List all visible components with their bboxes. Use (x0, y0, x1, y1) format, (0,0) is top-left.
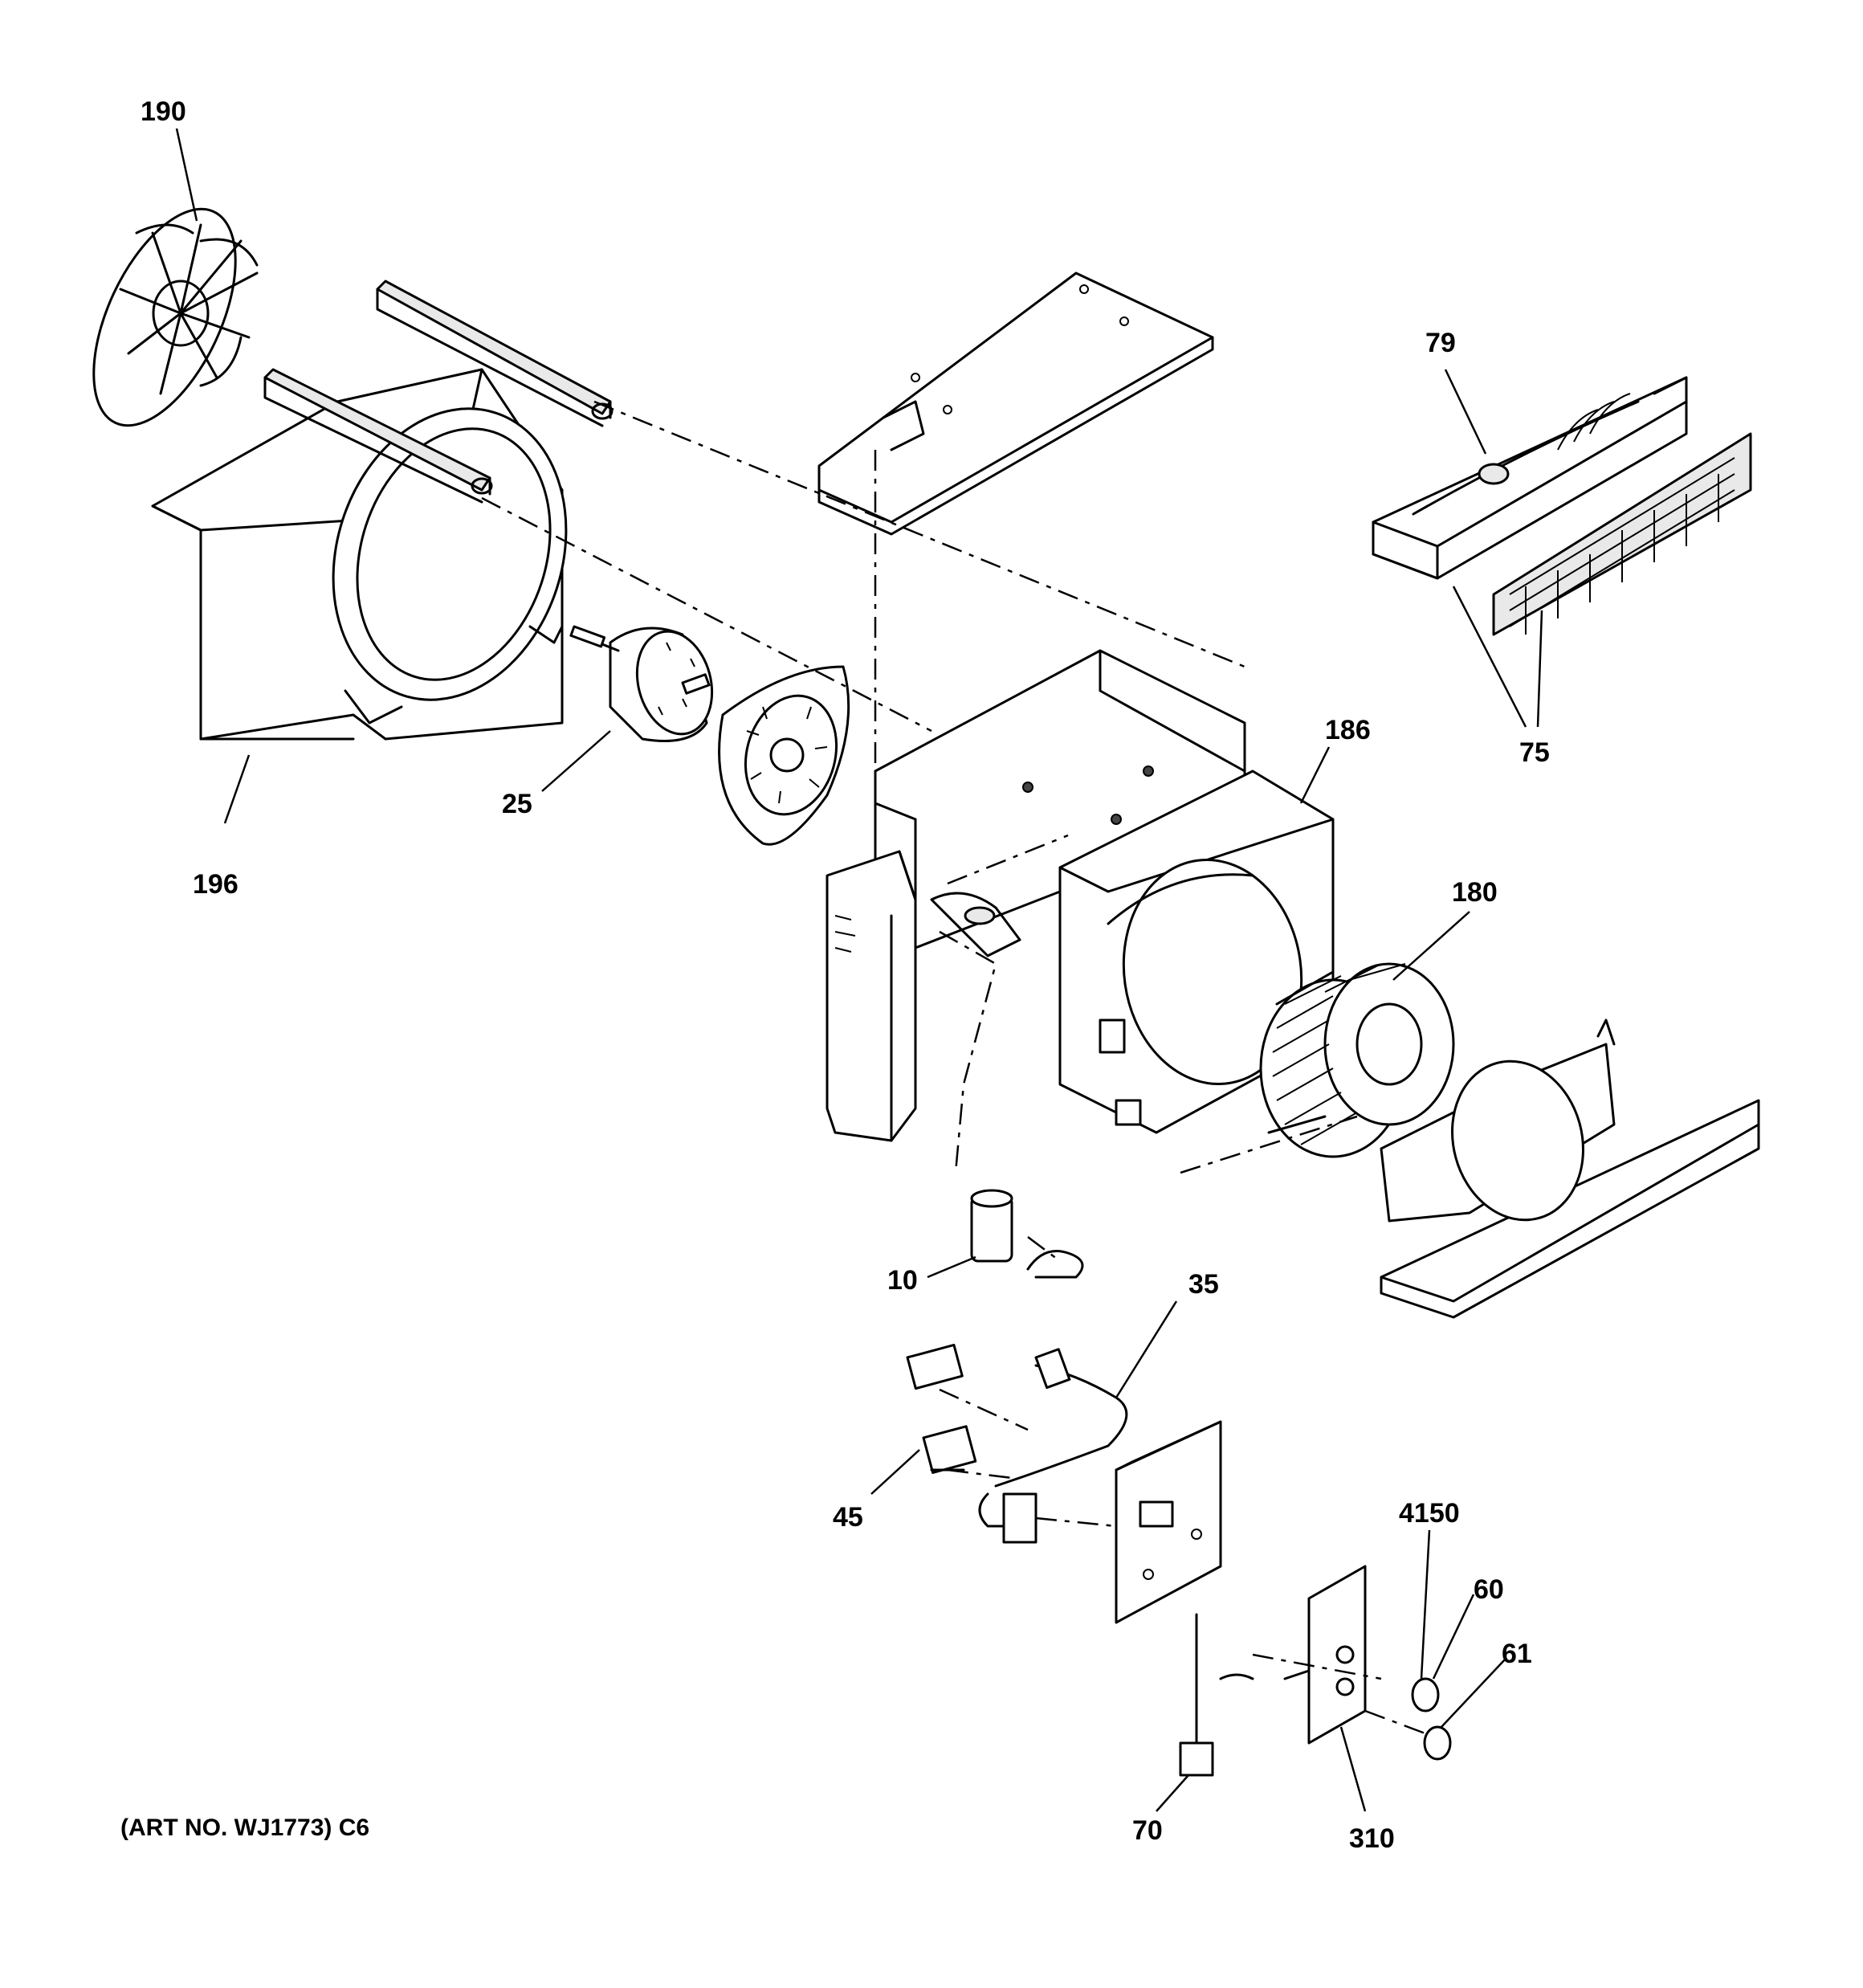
label-10: 10 (887, 1265, 918, 1296)
leader-lines (175, 128, 1543, 1812)
heater-assembly (1372, 376, 1688, 580)
label-180: 180 (1452, 877, 1498, 908)
control-wiring-35 (978, 1348, 1128, 1544)
label-60: 60 (1474, 1574, 1504, 1605)
condenser-fan-blade (92, 207, 259, 427)
label-70: 70 (1132, 1815, 1163, 1846)
label-190: 190 (141, 96, 186, 127)
label-79: 79 (1425, 328, 1456, 358)
label-310: 310 (1349, 1823, 1395, 1854)
base-pan (1380, 1018, 1760, 1319)
label-45: 45 (833, 1502, 863, 1533)
label-186: 186 (1325, 715, 1371, 745)
control-bracket-310 (1283, 1565, 1367, 1745)
heater-screen (1492, 432, 1752, 636)
label-61: 61 (1502, 1639, 1532, 1669)
label-4150: 4150 (1399, 1498, 1460, 1529)
label-35: 35 (1188, 1269, 1219, 1300)
part-labels: 190 196 25 79 75 186 180 10 35 45 4150 6… (141, 96, 1550, 1854)
control-panel-board (1115, 1420, 1222, 1624)
control-bracket-panel (826, 850, 1021, 1142)
shroud-bracket-rails (263, 280, 614, 504)
motor-mount-plate (718, 665, 850, 846)
label-25: 25 (502, 789, 532, 819)
label-75: 75 (1519, 737, 1550, 768)
switch-45 (906, 1343, 977, 1474)
thermostat-70 (1179, 1613, 1254, 1777)
fan-motor (569, 625, 714, 742)
label-196: 196 (193, 869, 238, 900)
blower-wheel (1259, 962, 1455, 1158)
knobs-60-61 (1411, 1677, 1452, 1761)
art-number: (ART NO. WJ1773) C6 (120, 1815, 369, 1841)
capacitor (970, 1189, 1084, 1279)
assembly-dash-lines (481, 400, 1430, 1737)
top-cover-plate (817, 271, 1214, 536)
